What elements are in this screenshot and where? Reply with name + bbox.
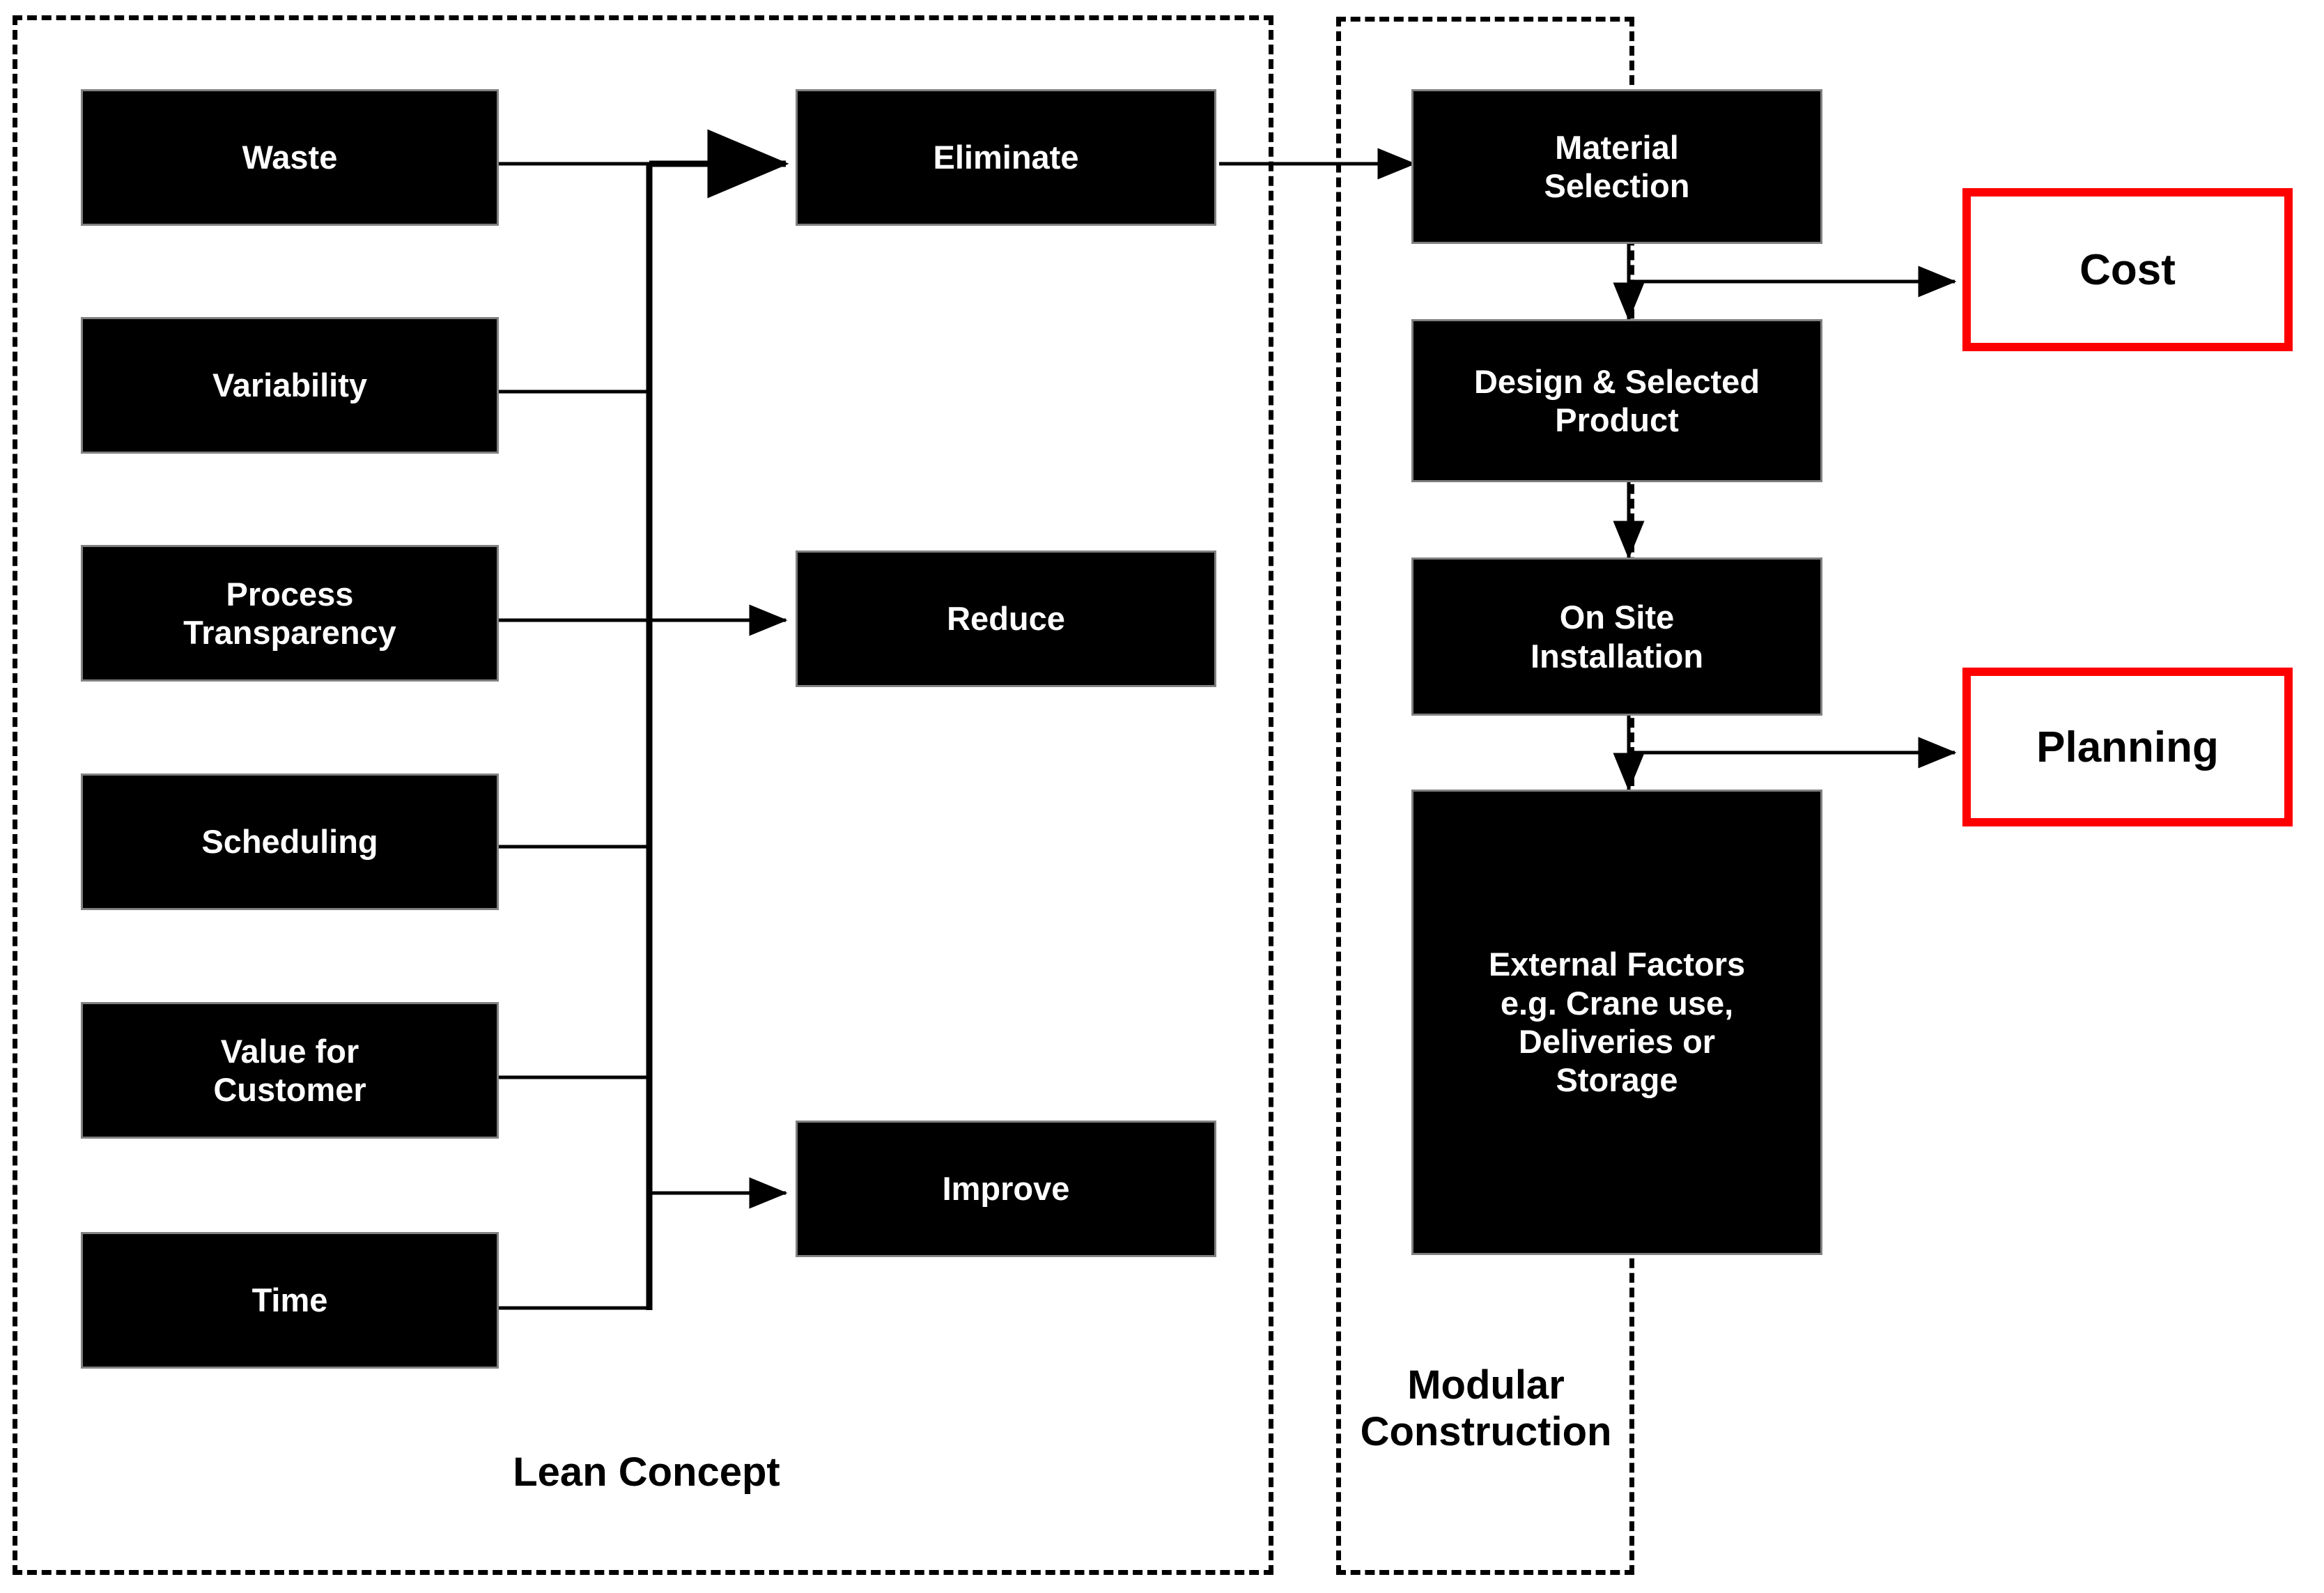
node-material-selection[interactable]: Material Selection (1411, 89, 1822, 244)
outcome-cost[interactable]: Cost (1962, 188, 2293, 351)
node-reduce[interactable]: Reduce (796, 551, 1216, 687)
outcome-planning[interactable]: Planning (1962, 668, 2293, 826)
group-label-modular-construction: Modular Construction (1360, 1362, 1612, 1454)
node-variability[interactable]: Variability (81, 317, 499, 454)
group-label-lean-concept: Lean Concept (513, 1449, 780, 1495)
node-value-for-customer[interactable]: Value for Customer (81, 1002, 499, 1139)
node-eliminate[interactable]: Eliminate (796, 89, 1216, 226)
node-design-selected-product[interactable]: Design & Selected Product (1411, 319, 1822, 482)
node-process-transparency[interactable]: Process Transparency (81, 545, 499, 682)
node-improve[interactable]: Improve (796, 1121, 1216, 1257)
node-external-factors[interactable]: External Factors e.g. Crane use, Deliver… (1411, 790, 1822, 1255)
group-lean-concept (13, 15, 1273, 1575)
node-on-site-installation[interactable]: On Site Installation (1411, 557, 1822, 716)
node-waste[interactable]: Waste (81, 89, 499, 226)
node-time[interactable]: Time (81, 1232, 499, 1369)
node-scheduling[interactable]: Scheduling (81, 774, 499, 910)
